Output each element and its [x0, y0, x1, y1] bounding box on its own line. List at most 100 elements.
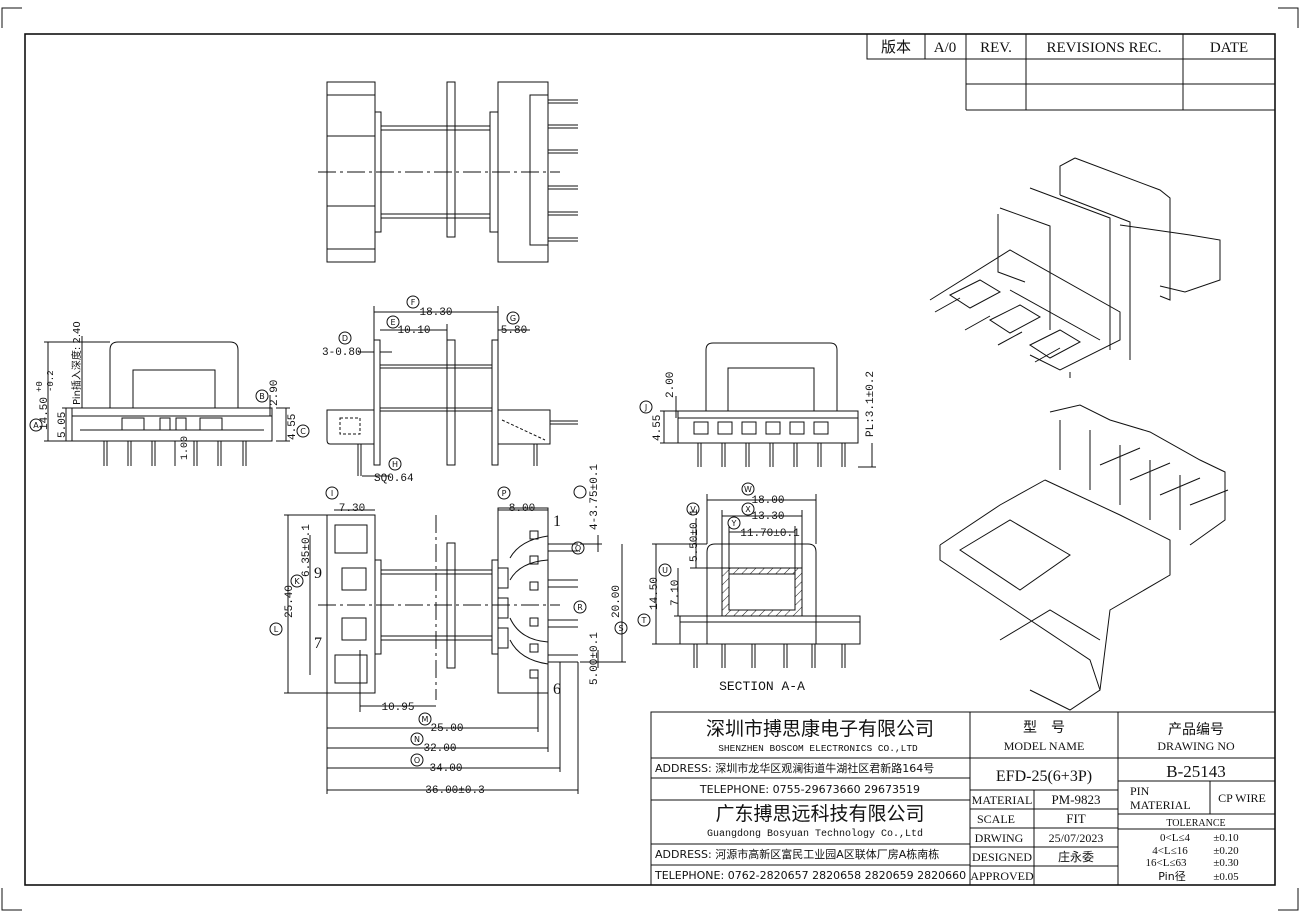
balloon-y: Y — [731, 519, 737, 528]
pin-material-value: CP WIRE — [1218, 791, 1266, 805]
drawing-label: DRWING — [975, 831, 1024, 845]
dim-1450-tol: 14.50 — [39, 397, 51, 430]
dim-3600: 36.00±0.3 — [425, 785, 484, 797]
pin-material-label2: MATERIAL — [1130, 798, 1191, 812]
balloon-h: H — [392, 460, 398, 469]
dim-730: 7.30 — [339, 503, 365, 515]
company2-cn: 广东搏思远科技有限公司 — [715, 803, 924, 825]
dim-1330: 13.30 — [751, 511, 784, 523]
dim-1830: 18.30 — [419, 307, 452, 319]
balloon-t: T — [641, 616, 647, 625]
version-value: A/0 — [934, 40, 957, 56]
dim-sq064: SQ0.64 — [374, 473, 414, 485]
model-en: MODEL NAME — [1004, 739, 1085, 753]
dim-2540: 25.40 — [284, 585, 296, 618]
dim-710: 7.10 — [670, 580, 682, 606]
material-label: MATERIAL — [972, 793, 1033, 807]
scale-value: FIT — [1066, 811, 1086, 826]
dim-455-right: 4.55 — [652, 415, 664, 441]
dim-375: 4-3.75±0.1 — [589, 464, 601, 530]
drawing-date: 25/07/2023 — [1049, 831, 1104, 845]
drawing-en: DRAWING NO — [1157, 739, 1235, 753]
dim-1450: 14.50 — [649, 577, 661, 610]
model-value: EFD-25(6+3P) — [996, 768, 1092, 785]
balloon-v: V — [690, 505, 696, 514]
tol-row1-range: 0<L≤4 — [1160, 832, 1190, 844]
balloon-j: J — [644, 403, 647, 412]
sheet-border — [24, 33, 1276, 886]
top-view — [318, 81, 578, 263]
dim-2500: 25.00 — [430, 723, 463, 735]
front-view — [326, 306, 578, 477]
right-end-view — [660, 342, 876, 468]
balloon-r: R — [577, 603, 583, 612]
company2-en: Guangdong Bosyuan Technology Co.,Ltd — [707, 828, 923, 840]
pin-number-6: 6 — [553, 681, 561, 698]
section-a-a — [652, 494, 861, 668]
bottom-view — [284, 507, 626, 794]
dim-455-left: 4.55 — [287, 414, 299, 440]
tol-row2-range: 4<L≤16 — [1152, 845, 1188, 857]
dim-tol-plus: +0 — [35, 381, 45, 392]
tolerance-header: TOLERANCE — [1166, 818, 1225, 829]
designed-label: DESIGNED — [972, 850, 1032, 864]
dim-505: 5.05 — [57, 412, 69, 438]
pin-insert-depth: Pin插入深度: 2.40 — [70, 321, 83, 405]
tol-row4-value: ±0.05 — [1213, 871, 1239, 883]
dim-580: 5.80 — [501, 325, 527, 337]
tol-row2-value: ±0.20 — [1213, 845, 1239, 857]
isometric-view-top — [929, 157, 1221, 378]
company1-cn: 深圳市搏思康电子有限公司 — [706, 718, 934, 740]
pin-material-label1: PIN — [1130, 784, 1150, 798]
balloon-d: D — [342, 334, 348, 343]
dim-1095: 10.95 — [381, 702, 414, 714]
dim-3x080: 3-0.80 — [322, 347, 362, 359]
dim-200: 2.00 — [665, 372, 677, 398]
dim-1170: 11.70±0.1 — [740, 528, 800, 540]
address1: ADDRESS: 深圳市龙华区观澜街道牛湖社区君新路164号 — [655, 761, 934, 775]
balloon-k: K — [294, 577, 300, 586]
pin-number-9: 9 — [314, 565, 322, 582]
dim-1010: 10.10 — [397, 325, 430, 337]
revision-table — [866, 33, 1276, 111]
balloon-u: U — [662, 566, 668, 575]
dim-550: 5.50±0.1 — [689, 509, 701, 562]
tol-row3-range: 16<L≤63 — [1146, 857, 1187, 869]
drawing-cn: 产品编号 — [1168, 722, 1224, 738]
balloon-n: N — [414, 735, 420, 744]
drawing-value: B-25143 — [1166, 762, 1226, 781]
dim-pl: PL:3.1±0.2 — [865, 371, 877, 437]
date-header: DATE — [1210, 40, 1248, 56]
model-cn: 型 号 — [1023, 720, 1065, 736]
dim-3200: 32.00 — [423, 743, 456, 755]
balloon-w: W — [744, 485, 752, 494]
address2: ADDRESS: 河源市高新区富民工业园A区联体厂房A栋南栋 — [655, 847, 939, 861]
tol-row1-value: ±0.10 — [1213, 832, 1239, 844]
dim-290: 2.90 — [269, 380, 281, 406]
pin-number-1: 1 — [553, 513, 561, 530]
balloon-o: O — [414, 756, 420, 765]
balloons — [29, 295, 755, 767]
dim-635: 6.35±0.1 — [301, 524, 313, 577]
isometric-view-bottom — [939, 404, 1229, 711]
telephone2: TELEPHONE: 0762-2820657 2820658 2820659 … — [654, 869, 966, 882]
balloon-l: L — [274, 625, 279, 634]
revisions-header: REVISIONS REC. — [1046, 40, 1161, 56]
dim-800: 8.00 — [509, 503, 535, 515]
balloon-p: P — [502, 489, 507, 498]
dim-1800: 18.00 — [751, 495, 784, 507]
dim-500: 5.00±0.1 — [589, 632, 601, 685]
balloon-a: A — [33, 421, 39, 430]
approved-label: APPROVED — [970, 869, 1034, 883]
balloon-m: M — [422, 715, 429, 724]
material-value: PM-9823 — [1051, 792, 1100, 807]
balloon-i: I — [331, 489, 333, 498]
dim-2000: 20.00 — [611, 585, 623, 618]
balloon-c: C — [300, 427, 306, 436]
dim-100: 1.00 — [180, 436, 191, 460]
telephone1: TELEPHONE: 0755-29673660 29673519 — [699, 783, 920, 796]
left-end-view — [44, 336, 290, 466]
tol-row4-range: Pin径 — [1158, 870, 1185, 883]
rev-header: REV. — [980, 40, 1012, 56]
